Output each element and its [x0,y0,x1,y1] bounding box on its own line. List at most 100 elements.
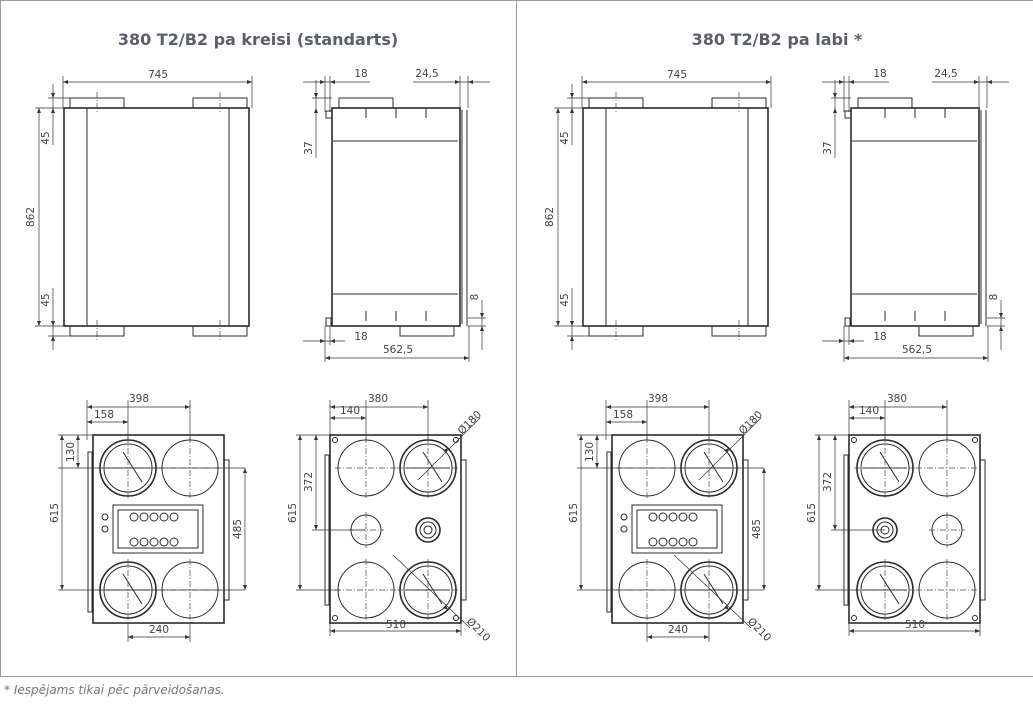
arrowhead [983,356,988,360]
damper-blade [703,451,724,483]
cable-gland [648,537,658,547]
dimension-label: 862 [25,207,37,227]
dimension: 140 [849,405,885,420]
arrowhead [87,405,92,409]
mounting-bracket [844,110,852,119]
cable-gland [129,512,139,522]
arrowhead [704,635,709,639]
arrowhead [849,80,854,84]
dimension: 140 [330,405,366,420]
dimension: 130 [65,435,80,468]
arrowhead [185,405,190,409]
dimension-label: 615 [287,503,299,523]
dimension-label: 18 [354,68,367,80]
arrowhead [880,416,885,420]
spigot [399,325,455,337]
arrowhead [51,93,55,98]
arrowhead [570,93,574,98]
dimension-label: 615 [49,503,61,523]
front-housing [582,107,769,327]
damper-blade [703,573,724,605]
arrowhead [839,80,844,84]
cable-gland [658,512,668,522]
damper-blade [879,451,900,483]
cable-gland [688,537,698,547]
arrowhead [247,80,252,84]
dimension-label: 24,5 [934,68,957,80]
dimension: 485 [232,468,247,590]
arrowhead [298,435,302,440]
housing-outline [329,434,462,624]
arrowhead [37,321,41,326]
condensate-drain [620,513,628,521]
panel-left: 380 T2/B2 pa kreisi (standarts)745862454… [25,30,492,644]
damper-blade [122,451,143,483]
cable-gland [139,537,149,547]
cable-gland [159,512,169,522]
arrowhead [999,326,1003,331]
dimension-label: 562,5 [902,344,932,356]
arrowhead [314,435,318,440]
control-panel [631,504,723,554]
arrowhead [298,585,302,590]
arrowhead [185,635,190,639]
dimension-label: 562,5 [383,344,413,356]
dimension: 615 [49,435,64,590]
arrowhead [556,108,560,113]
dimension: 380 [849,393,947,409]
dimension-label: 380 [368,393,388,405]
dimension-label: 8 [469,294,481,301]
dimension-label: Ø210 [745,616,774,645]
dimension-label: 18 [873,68,886,80]
arrowhead [987,80,992,84]
dimension-label: 485 [751,519,763,539]
arrowhead [817,585,821,590]
dimension: 510 [330,619,461,633]
leader-line [417,417,481,481]
arrowhead [468,80,473,84]
dimension-label: 372 [822,472,834,492]
dimension-label: 240 [149,624,169,636]
arrowhead [724,605,729,610]
dimension-label: 18 [873,331,886,343]
duct-bottom-left [854,559,916,621]
leader-line [392,554,471,629]
arrowhead [642,420,647,424]
dimension-label: 37 [822,141,834,154]
dimension: 372 [822,435,837,530]
side-rail [742,459,749,601]
arrowhead [833,108,837,113]
arrowhead [570,336,574,341]
arrowhead [704,405,709,409]
arrowhead [942,405,947,409]
dimension-label: Ø180 [737,409,766,438]
cable-gland [169,537,179,547]
arrowhead [570,108,574,113]
arrowhead [606,420,611,424]
arrowhead [579,585,583,590]
arrowhead [443,605,448,610]
front-housing [63,107,250,327]
dimension-label: 615 [568,503,580,523]
dimension-label: 140 [859,405,879,417]
control-panel-frame [631,504,723,554]
dimension: 158 [606,409,647,424]
arrowhead [123,420,128,424]
side-rail [606,451,612,613]
cable-gland [658,537,668,547]
arrowhead [51,108,55,113]
dimension: 398 [606,393,709,409]
duct-bottom-right [397,559,459,621]
arrowhead [330,405,335,409]
arrowhead [443,448,448,453]
dimension-label: 510 [386,619,406,631]
arrowhead [579,435,583,440]
arrowhead [314,93,318,98]
arrowhead [570,321,574,326]
dimension: 485 [751,468,766,590]
dimension: 862 [25,108,41,326]
